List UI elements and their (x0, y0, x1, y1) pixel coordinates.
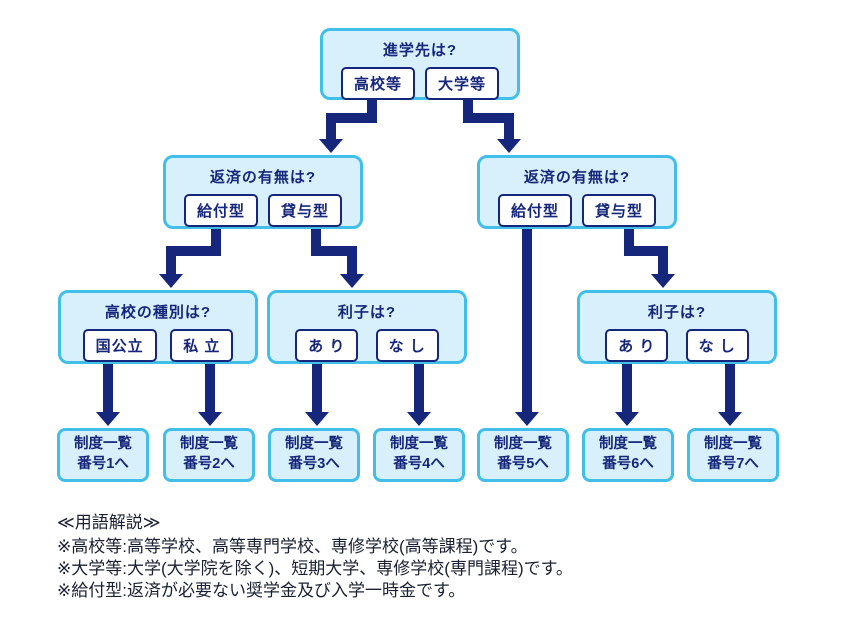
arrow-loan-left-to-interest-left (311, 222, 364, 288)
leaf-6-line1: 制度一覧 (599, 436, 657, 453)
leaf-program-1[interactable]: 制度一覧 番号1へ (57, 428, 149, 482)
leaf-1-line2: 番号1へ (77, 456, 129, 472)
leaf-6-line2: 番号6へ (602, 456, 654, 472)
leaf-1-line1: 制度一覧 (74, 436, 132, 453)
arrow-loan-right-to-interest-right (624, 222, 675, 288)
leaf-2-line1: 制度一覧 (180, 436, 238, 453)
option-interest-yes-left: あ り (295, 329, 359, 362)
repayment-left-question-label: 返済の有無は? (209, 169, 317, 186)
glossary-note-university: ※大学等:大学(大学院を除く)、短期大学、専修学校(専門課程)です。 (57, 559, 573, 578)
destination-options: 高校等 大学等 (331, 67, 509, 100)
leaf-program-7[interactable]: 制度一覧 番号7へ (687, 428, 779, 482)
destination-question-label: 進学先は? (382, 42, 458, 59)
leaf-4-line2: 番号4へ (393, 456, 445, 472)
node-interest-right: 利子は? あ り な し (577, 290, 777, 364)
leaf-3-line1: 制度一覧 (285, 436, 343, 453)
leaf-2-line2: 番号2へ (183, 456, 235, 472)
arrow-interest-no-right-to-leaf-7 (718, 357, 742, 426)
arrow-interest-no-left-to-leaf-4 (407, 357, 431, 426)
repayment-left-options: 給付型 貸与型 (174, 194, 352, 227)
arrow-interest-yes-right-to-leaf-6 (615, 357, 639, 426)
leaf-5-line2: 番号5へ (497, 456, 549, 472)
leaf-7-line1: 制度一覧 (704, 436, 762, 453)
highschool-type-question-label: 高校の種別は? (104, 304, 212, 321)
leaf-program-3[interactable]: 制度一覧 番号3へ (268, 428, 360, 482)
leaf-program-4[interactable]: 制度一覧 番号4へ (373, 428, 465, 482)
interest-left-question-label: 利子は? (337, 304, 397, 321)
leaf-4-line1: 制度一覧 (390, 436, 448, 453)
option-loan-left: 貸与型 (267, 194, 342, 227)
arrow-highschool-to-repayment-left (319, 88, 377, 153)
option-university: 大学等 (424, 67, 499, 100)
arrow-private-to-leaf-2 (198, 357, 222, 426)
node-repayment-right: 返済の有無は? 給付型 貸与型 (477, 155, 677, 229)
interest-right-options: あ り な し (588, 329, 766, 362)
option-grant-left: 給付型 (183, 194, 258, 227)
arrow-grant-left-to-school-type (159, 222, 221, 288)
glossary: ≪用語解説≫ ※高校等:高等学校、高等専門学校、専修学校(高等課程)です。 ※大… (57, 512, 573, 602)
repayment-right-question-label: 返済の有無は? (523, 169, 631, 186)
option-interest-no-left: な し (375, 329, 439, 362)
leaf-program-5[interactable]: 制度一覧 番号5へ (477, 428, 569, 482)
node-highschool-type: 高校の種別は? 国公立 私 立 (58, 290, 258, 364)
arrow-public-to-leaf-1 (96, 357, 120, 426)
interest-left-options: あ り な し (278, 329, 456, 362)
leaf-program-6[interactable]: 制度一覧 番号6へ (582, 428, 674, 482)
glossary-note-grant: ※給付型:返済が必要ない奨学金及び入学一時金です。 (57, 581, 466, 600)
option-interest-no-right: な し (685, 329, 749, 362)
leaf-5-line1: 制度一覧 (494, 436, 552, 453)
arrow-interest-yes-left-to-leaf-3 (305, 357, 329, 426)
repayment-right-options: 給付型 貸与型 (488, 194, 666, 227)
option-interest-yes-right: あ り (605, 329, 669, 362)
option-loan-right: 貸与型 (581, 194, 656, 227)
option-private: 私 立 (170, 329, 234, 362)
node-destination-question: 進学先は? 高校等 大学等 (320, 28, 520, 100)
option-public: 国公立 (82, 329, 157, 362)
glossary-note-highschool: ※高校等:高等学校、高等専門学校、専修学校(高等課程)です。 (57, 537, 528, 556)
arrow-university-to-repayment-right (463, 88, 521, 153)
interest-right-question-label: 利子は? (647, 304, 707, 321)
node-repayment-left: 返済の有無は? 給付型 貸与型 (163, 155, 363, 229)
highschool-type-options: 国公立 私 立 (69, 329, 247, 362)
leaf-7-line2: 番号7へ (707, 456, 759, 472)
node-interest-left: 利子は? あ り な し (267, 290, 467, 364)
glossary-heading: ≪用語解説≫ (57, 513, 161, 532)
leaf-3-line2: 番号3へ (288, 456, 340, 472)
arrow-grant-right-to-leaf-5 (515, 222, 539, 426)
leaf-program-2[interactable]: 制度一覧 番号2へ (163, 428, 255, 482)
option-grant-right: 給付型 (497, 194, 572, 227)
option-highschool: 高校等 (340, 67, 415, 100)
